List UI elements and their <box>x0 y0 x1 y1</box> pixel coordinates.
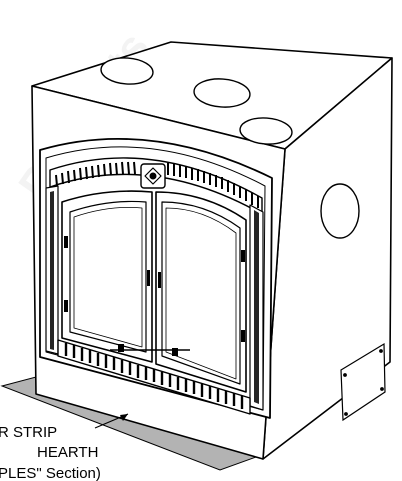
arch-grille <box>55 161 259 208</box>
callout-line-2: HEARTH <box>37 444 98 461</box>
top-vent-hole <box>239 117 293 145</box>
left-door-glass <box>69 200 147 353</box>
callout-leader <box>94 413 129 429</box>
right-door-glass <box>161 201 241 385</box>
callout-line-3: PLES" Section) <box>0 465 101 481</box>
side-vent-hole <box>320 183 360 239</box>
lower-grille-bars <box>64 343 244 409</box>
top-vent-hole <box>193 78 251 108</box>
callout-line-1: R STRIP <box>0 424 57 441</box>
side-access-panel <box>340 342 386 422</box>
fireplace-front <box>39 138 273 419</box>
control-knob <box>140 163 166 189</box>
top-vent-hole <box>100 57 154 85</box>
top-vent-holes <box>100 57 293 145</box>
door-hinges <box>64 236 245 342</box>
